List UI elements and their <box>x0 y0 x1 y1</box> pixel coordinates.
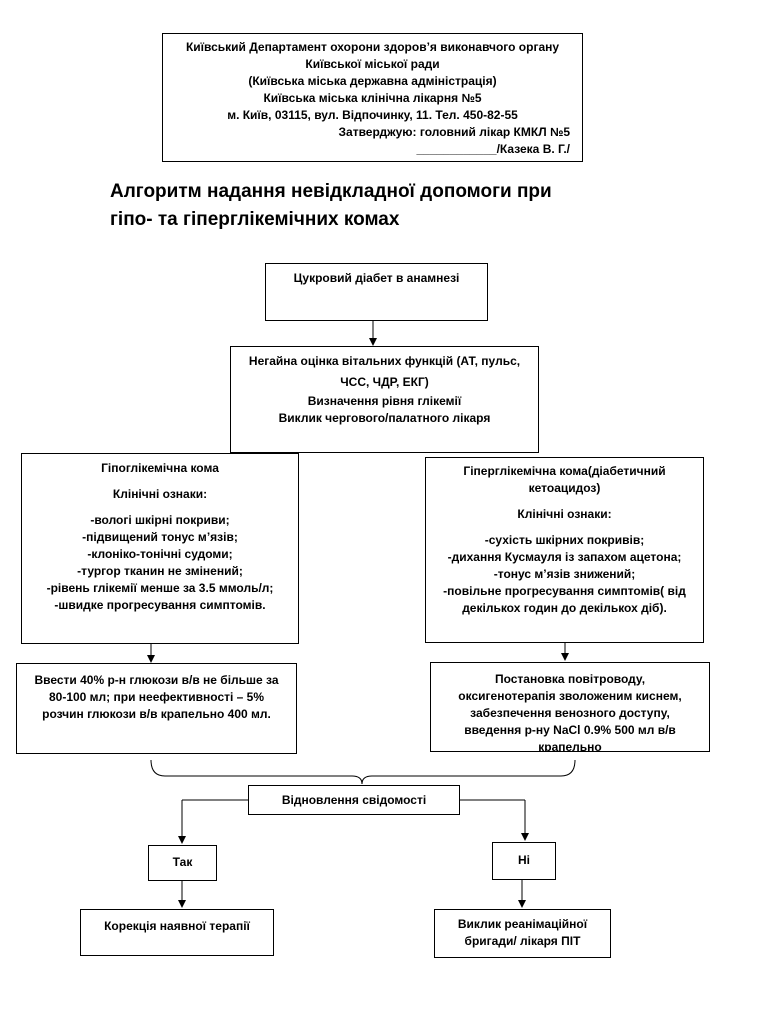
node-label: Відновлення свідомості <box>281 793 427 807</box>
header-approve: Затверджую: головний лікар КМКЛ №5 <box>338 125 571 139</box>
brace-right <box>361 759 576 785</box>
node-label: Негайна оцінка вітальних функцій (АТ, пу… <box>248 354 521 368</box>
node-hypo-treatment: Ввести 40% р-н глюкози в/в не більше за … <box>16 663 297 754</box>
clinical-sign: -тургор тканин не змінений; <box>77 564 243 578</box>
node-label: ЧСС, ЧДР, ЕКГ) <box>340 375 429 389</box>
clinical-sign: -підвищений тонус м’язів; <box>82 530 238 544</box>
header-line: Київської міської ради <box>305 57 440 71</box>
node-vital-assessment: Негайна оцінка вітальних функцій (АТ, пу… <box>230 346 539 453</box>
node-title: Гіперглікемічна кома(діабетичний <box>463 464 666 478</box>
hospital-header: Київський Департамент охорони здоров’я в… <box>162 33 583 162</box>
clinical-sign: -сухість шкірних покривів; <box>484 533 645 547</box>
node-therapy-correction: Корекція наявної терапії <box>80 909 274 956</box>
node-diabetes-history: Цукровий діабет в анамнезі <box>265 263 488 321</box>
node-label: Ні <box>518 853 530 867</box>
clinical-sign: -вологі шкірні покриви; <box>90 513 230 527</box>
treatment-line: Ввести 40% р-н глюкози в/в не більше за <box>34 673 279 687</box>
title-line: Алгоритм надання невідкладної допомоги п… <box>110 181 552 202</box>
node-label: Корекція наявної терапії <box>104 919 250 933</box>
clinical-sign: -дихання Кусмауля із запахом ацетона; <box>447 550 682 564</box>
node-label: бригади/ лікаря ПІТ <box>464 934 581 948</box>
clinical-sign: декількох годин до декількох діб). <box>462 601 667 615</box>
node-label: Виклик чергового/палатного лікаря <box>278 411 491 425</box>
node-label: Визначення рівня глікемії <box>307 394 462 408</box>
treatment-line: забезпечення венозного доступу, <box>470 706 670 720</box>
treatment-line: 80-100 мл; при неефективності – 5% <box>48 690 265 704</box>
node-title: Гіпоглікемічна кома <box>101 461 219 475</box>
node-consciousness-restored: Відновлення свідомості <box>248 785 460 815</box>
clinical-sign: -тонус м’язів знижений; <box>493 567 636 581</box>
clinical-signs-label: Клінічні ознаки: <box>517 507 612 521</box>
node-label: Цукровий діабет в анамнезі <box>293 271 460 285</box>
clinical-sign: -повільне прогресування симптомів( від <box>443 584 686 598</box>
node-label: Виклик реанімаційної <box>457 917 588 931</box>
node-call-icu: Виклик реанімаційної бригади/ лікаря ПІТ <box>434 909 611 958</box>
treatment-line: Постановка повітроводу, <box>494 672 646 686</box>
node-no: Ні <box>492 842 556 880</box>
clinical-sign: -клоніко-тонічні судоми; <box>87 547 233 561</box>
node-hyperglycemic-coma: Гіперглікемічна кома(діабетичний кетоаци… <box>425 457 704 643</box>
node-yes: Так <box>148 845 217 881</box>
page-title: Алгоритм надання невідкладної допомоги п… <box>110 178 670 234</box>
treatment-line: крапельно <box>538 740 602 752</box>
treatment-line: введення р-ну NaCl 0.9% 500 мл в/в <box>464 723 676 737</box>
brace-left <box>150 759 363 785</box>
clinical-sign: -швидке прогресування симптомів. <box>54 598 266 612</box>
clinical-signs-label: Клінічні ознаки: <box>112 487 208 501</box>
node-label: Так <box>172 855 193 869</box>
treatment-line: розчин глюкози в/в крапельно 400 мл. <box>42 707 271 721</box>
header-line: Київський Департамент охорони здоров’я в… <box>185 40 560 54</box>
header-line: м. Київ, 03115, вул. Відпочинку, 11. Тел… <box>227 108 518 122</box>
node-title: кетоацидоз) <box>528 481 601 495</box>
title-line: гіпо- та гіперглікемічних комах <box>110 209 400 230</box>
header-line: Київська міська клінічна лікарня №5 <box>263 91 482 105</box>
treatment-line: оксигенотерапія зволоженим киснем, <box>458 689 682 703</box>
node-hypoglycemic-coma: Гіпоглікемічна кома Клінічні ознаки: -во… <box>21 453 299 644</box>
clinical-sign: -рівень глікемії менше за 3.5 ммоль/л; <box>46 581 274 595</box>
header-signature: ____________/Казека В. Г./ <box>416 142 570 156</box>
header-line: (Київська міська державна адміністрація) <box>248 74 497 88</box>
node-hyper-treatment: Постановка повітроводу, оксигенотерапія … <box>430 662 710 752</box>
